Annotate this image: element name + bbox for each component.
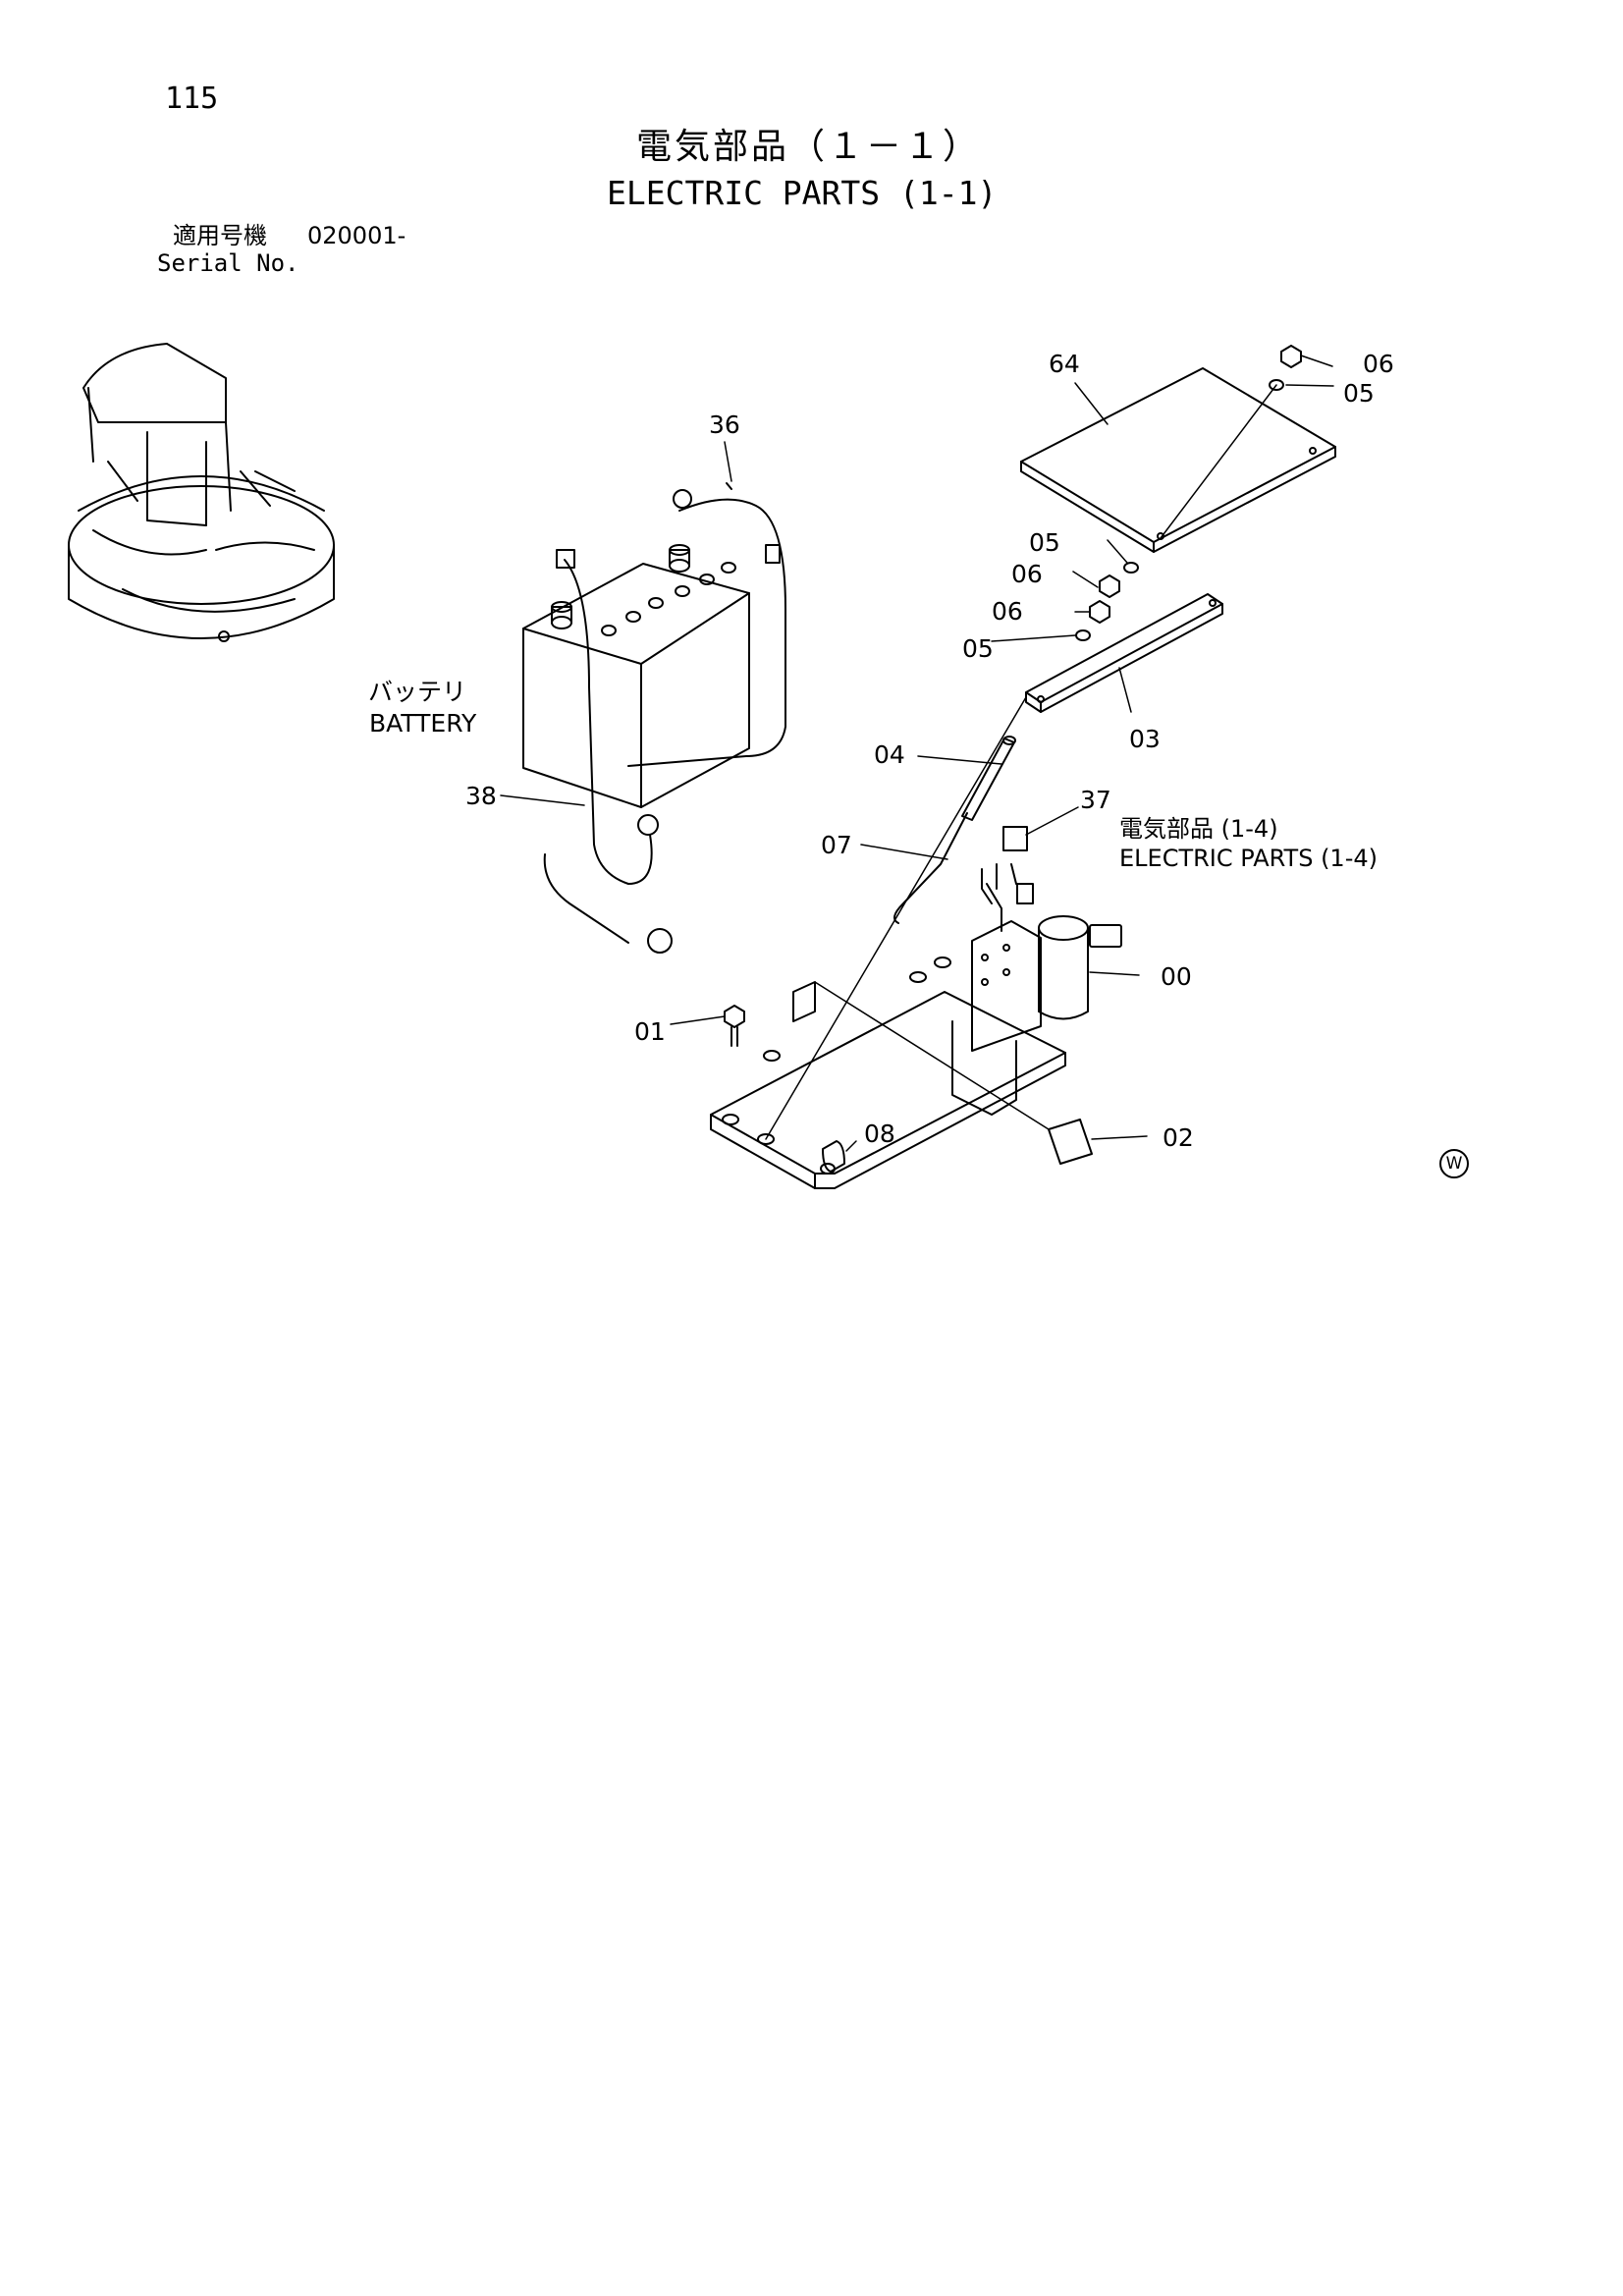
grommet-08: [820, 1140, 845, 1175]
stay-03: [1025, 593, 1223, 713]
battery-label-jp: バッテリ: [368, 678, 467, 706]
machine-overview-illustration: [68, 343, 335, 642]
part-number-08: 08: [864, 1120, 895, 1148]
cover-64: [1020, 367, 1336, 553]
page-number: 115: [165, 82, 219, 116]
part-number-64: 64: [1049, 350, 1080, 378]
bolt-01: [724, 1005, 745, 1047]
bracket-00: [710, 920, 1066, 1189]
reference-label-jp: 電気部品 (1-4): [1119, 815, 1278, 843]
serial-label-jp: 適用号機: [173, 222, 267, 249]
part-number-00: 00: [1161, 962, 1192, 991]
reference-label-en: ELECTRIC PARTS (1-4): [1119, 845, 1378, 872]
part-number-05-top: 05: [1343, 379, 1375, 408]
part-number-06-b: 06: [992, 597, 1023, 626]
rod-04: [961, 736, 1016, 821]
part-number-06-a: 06: [1011, 560, 1043, 588]
part-number-05-b: 05: [962, 634, 994, 663]
part-number-36: 36: [709, 410, 740, 439]
cylinder-holder: [1038, 915, 1122, 1020]
page-title-jp: 電気部品（１－１）: [636, 127, 982, 167]
part-number-05-a: 05: [1029, 528, 1060, 557]
circled-w-mark: W: [1439, 1149, 1469, 1178]
part-number-02: 02: [1163, 1123, 1194, 1152]
part-number-06-top: 06: [1363, 350, 1394, 378]
page-title-en: ELECTRIC PARTS (1-1): [607, 174, 998, 212]
battery-illustration: [522, 544, 750, 808]
part-number-37: 37: [1080, 786, 1111, 814]
part-number-01: 01: [634, 1017, 666, 1046]
cable-36: [627, 482, 786, 767]
cushion-02: [1048, 1119, 1093, 1165]
battery-label-en: BATTERY: [369, 709, 477, 738]
connector-37: [981, 826, 1034, 932]
serial-value: 020001-: [307, 222, 406, 249]
serial-label-en: Serial No.: [157, 249, 299, 277]
cable-38: [543, 549, 673, 954]
nut-washer-top: [1075, 345, 1302, 641]
leader-lines: [500, 355, 1334, 1152]
part-number-07: 07: [821, 831, 852, 859]
part-number-04: 04: [874, 740, 905, 769]
part-number-38: 38: [465, 782, 497, 810]
part-number-03: 03: [1129, 725, 1161, 753]
wire-07: [893, 812, 968, 924]
